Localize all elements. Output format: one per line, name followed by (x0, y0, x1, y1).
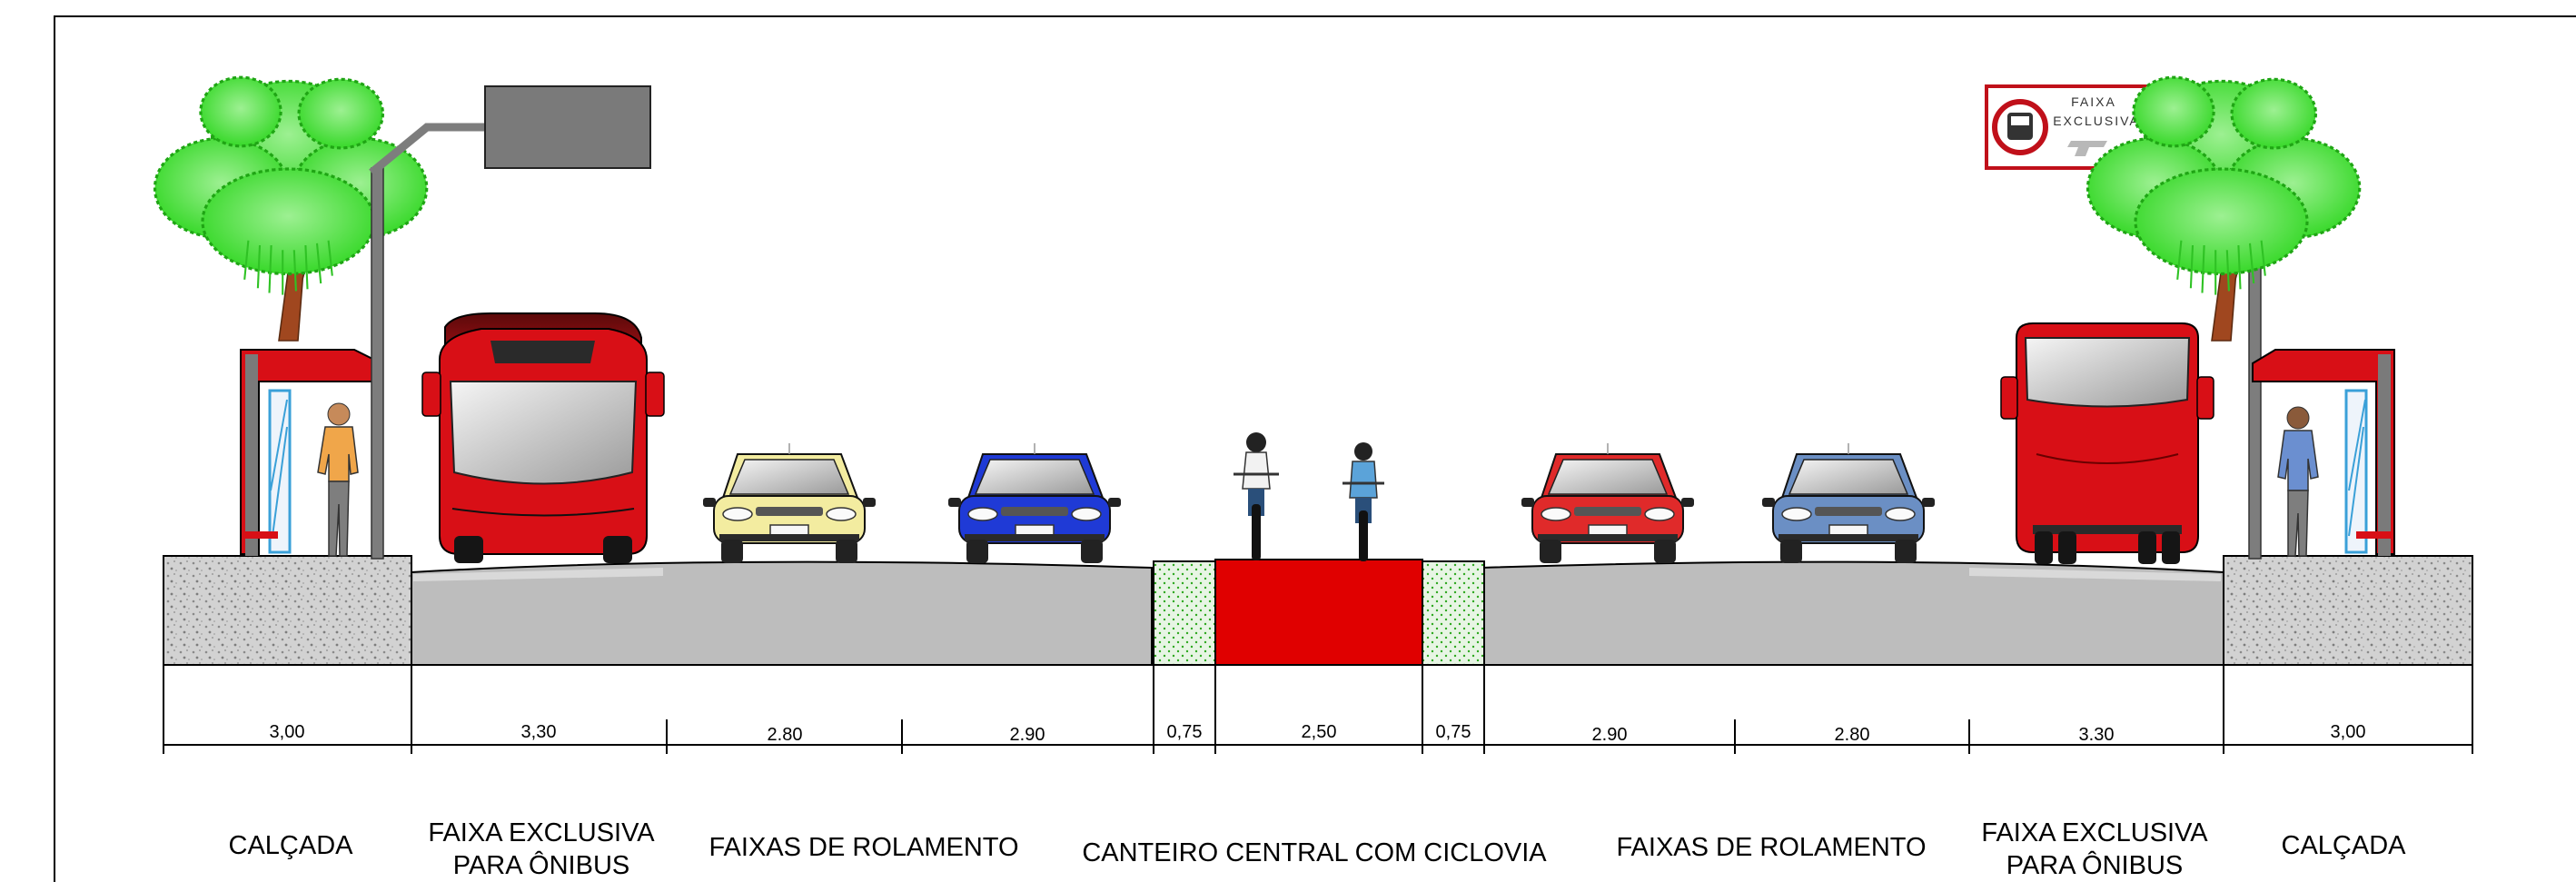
dim-lane-left-2: 2.90 (1010, 725, 1045, 745)
dim-lane-right-2: 2.80 (1835, 725, 1870, 745)
label-bus-lane-left-line1: FAIXA EXCLUSIVA (428, 818, 655, 847)
sidewalk-left (163, 555, 412, 666)
tree-icon (153, 75, 429, 342)
carriageway-right (1481, 560, 2224, 666)
median-grass-right (1422, 560, 1485, 666)
label-traffic-lanes-left: FAIXAS DE ROLAMENTO (708, 833, 1018, 862)
carriageway-left (411, 560, 1153, 666)
car-icon (1521, 442, 1695, 564)
zone-labels: CALÇADA FAIXA EXCLUSIVA PARA ÔNIBUS FAIX… (229, 818, 2407, 880)
pedestrian-icon (317, 402, 359, 557)
cyclist-icon (1342, 442, 1384, 561)
label-bus-lane-right-line2: PARA ÔNIBUS (2006, 849, 2183, 880)
dim-bus-lane-left: 3,30 (521, 722, 557, 742)
label-bus-lane-left-line2: PARA ÔNIBUS (453, 849, 629, 880)
car-icon (1761, 442, 1936, 564)
median-grass-left (1153, 560, 1216, 666)
label-sidewalk-left: CALÇADA (229, 831, 354, 860)
bike-lane (1214, 559, 1423, 666)
cyclist-icon (1234, 432, 1279, 560)
bus-icon (2000, 322, 2214, 564)
dim-lane-left-1: 2.80 (768, 725, 803, 745)
sign-text-line1: FAIXA (2071, 94, 2116, 109)
dim-median-grass-right: 0,75 (1436, 722, 1471, 742)
street-light-icon (369, 85, 651, 560)
car-icon (702, 442, 877, 564)
curb-left (413, 568, 663, 581)
label-traffic-lanes-right: FAIXAS DE ROLAMENTO (1616, 833, 1926, 862)
label-sidewalk-right: CALÇADA (2282, 831, 2407, 860)
drawing-frame (54, 15, 2576, 882)
dim-bus-lane-right: 3.30 (2079, 725, 2115, 745)
bus-stop-shelter-icon (240, 349, 382, 556)
dim-sidewalk-left: 3,00 (270, 722, 305, 742)
bus-icon (421, 312, 665, 563)
label-median: CANTEIRO CENTRAL COM CICLOVIA (1082, 838, 1547, 867)
dim-lane-right-1: 2.90 (1592, 725, 1628, 745)
sign-text-line2: EXCLUSIVA (2053, 114, 2140, 128)
dim-sidewalk-right: 3,00 (2331, 722, 2366, 742)
road-section (163, 555, 2473, 666)
dimension-line: 3,00 3,30 2.80 2.90 0,75 2,50 0,75 2.90 … (163, 665, 2473, 754)
sidewalk-right (2223, 555, 2473, 666)
curb-right (1969, 568, 2221, 581)
pedestrian-icon (2277, 406, 2319, 557)
dim-bike-lane: 2,50 (1302, 722, 1337, 742)
car-icon (947, 442, 1122, 564)
label-bus-lane-right-line1: FAIXA EXCLUSIVA (1981, 818, 2208, 847)
dim-median-grass-left: 0,75 (1167, 722, 1203, 742)
bus-stop-shelter-icon (2252, 349, 2395, 556)
